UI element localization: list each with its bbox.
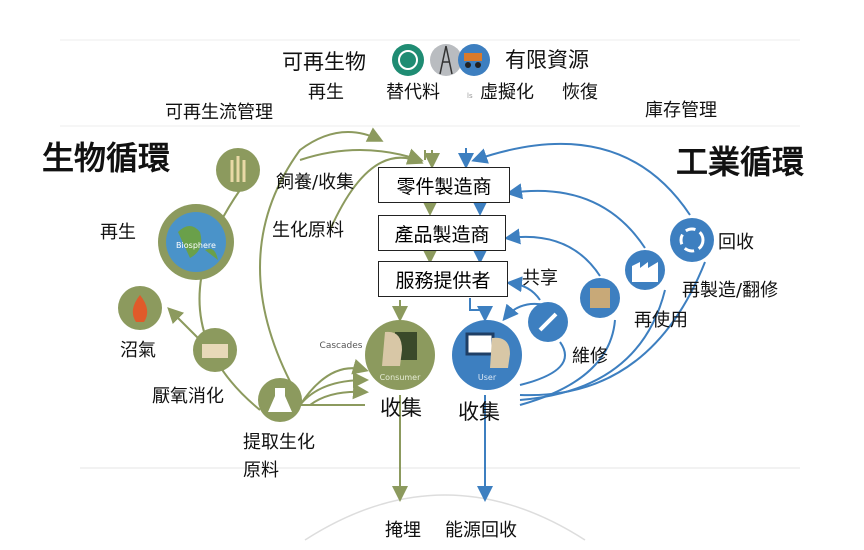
virtualise-label: 虛擬化 — [480, 82, 534, 103]
finite-label: 有限資源 — [505, 48, 589, 72]
recycle-label: 回收 — [718, 232, 754, 253]
user-label: User — [478, 373, 497, 382]
tech-cycle-title: 工業循環 — [676, 143, 805, 181]
biosphere-label: Biosphere — [176, 241, 216, 250]
reuse-label: 再使用 — [634, 310, 688, 331]
substitute-label: 替代料 — [386, 82, 440, 103]
bottom-arc — [304, 494, 586, 541]
bio-cycle-title: 生物循環 — [42, 139, 171, 177]
parts-manufacturer-box: 零件製造商 — [378, 167, 510, 203]
cascades-label: Cascades — [320, 341, 363, 351]
bio-nodes — [118, 148, 435, 422]
anaerobic-label: 厭氧消化 — [152, 386, 224, 407]
energy-recovery-label: 能源回收 — [445, 520, 517, 541]
farming-label: 飼養/收集 — [276, 172, 355, 193]
recycle-icon — [670, 218, 714, 262]
extract-label-2: 原料 — [243, 460, 279, 481]
product-manufacturer-box: 產品製造商 — [378, 215, 506, 251]
restore-label: 恢復 — [562, 82, 598, 103]
bio-collect-label: 收集 — [380, 396, 422, 420]
small-mark: ls — [467, 92, 473, 100]
renewable-energy-icon — [392, 44, 424, 76]
tech-nodes — [452, 218, 714, 390]
service-provider-box: 服務提供者 — [378, 261, 508, 297]
share-label: 共享 — [522, 268, 558, 289]
oil-rig-icon — [430, 44, 462, 76]
extract-label-1: 提取生化 — [243, 432, 315, 453]
maintain-label: 維修 — [572, 346, 608, 367]
regeneration-label: 再生 — [100, 222, 136, 243]
regenerate-label: 再生 — [308, 82, 344, 103]
remanufacture-label: 再製造/翻修 — [682, 280, 779, 301]
landfill-label: 掩埋 — [385, 520, 421, 541]
biochem-label: 生化原料 — [272, 220, 344, 241]
consumer-label: Consumer — [380, 373, 422, 382]
stock-label: 庫存管理 — [645, 100, 717, 121]
renewable-flow-label: 可再生流管理 — [165, 102, 273, 123]
biogas-label: 沼氣 — [120, 340, 156, 361]
renewable-label: 可再生物 — [282, 50, 366, 74]
tech-collect-label: 收集 — [458, 400, 500, 424]
